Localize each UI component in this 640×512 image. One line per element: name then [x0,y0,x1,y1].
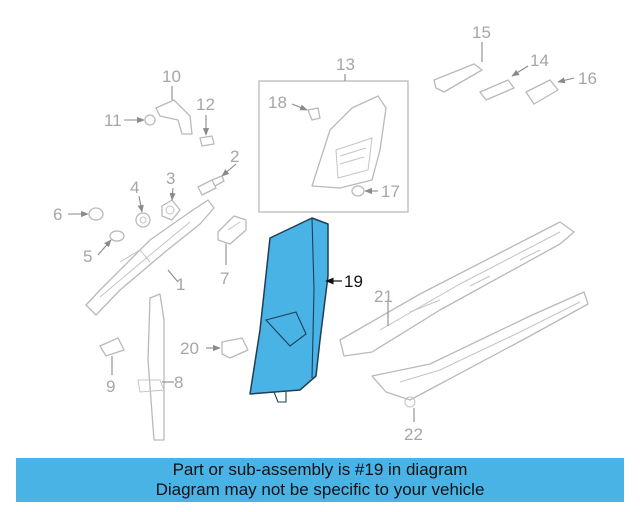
part-7-bracket [217,215,247,265]
callout-10: 10 [162,67,181,86]
callout-22: 22 [404,425,423,444]
callout-19: 19 [344,272,363,291]
part-5-push-pin [97,230,125,256]
callout-3: 3 [166,169,175,188]
banner-line-disclaimer: Diagram may not be specific to your vehi… [155,480,485,499]
callout-16: 16 [578,69,597,88]
callout-13: 13 [336,55,355,74]
part-14-clip [479,65,529,101]
callout-8: 8 [174,373,183,392]
callout-20: 20 [180,339,199,358]
part-10-bracket [155,86,193,135]
part-22-reinforcement [371,291,589,422]
part-17-clip [351,185,378,197]
part-4-grommet [135,195,151,228]
part-13-assembly-box [258,74,409,213]
part-2-bolt [197,163,237,196]
callout-14: 14 [530,51,549,70]
callout-11: 11 [104,111,122,130]
info-banner: Part or sub-assembly is #19 in diagram D… [16,458,624,502]
callout-21: 21 [374,287,393,306]
callout-7: 7 [220,269,229,288]
callout-9: 9 [106,377,115,396]
callout-5: 5 [83,247,92,266]
callout-15: 15 [472,23,491,42]
callout-1: 1 [176,275,185,294]
part-6-clip [68,207,104,221]
callout-18: 18 [268,93,287,112]
callout-4: 4 [130,178,139,197]
callout-17: 17 [381,182,400,201]
part-9-plate [99,337,125,375]
part-19-b-pillar-trim [249,217,342,403]
part-20-bracket [206,337,249,359]
callout-labels: 1 2 3 4 5 6 7 8 9 10 11 12 13 14 15 16 1… [53,23,597,444]
part-8-lower-trim [137,293,174,441]
part-16-clip [525,77,575,105]
part-18-screw [291,103,321,121]
banner-line-part: Part or sub-assembly is #19 in diagram [172,460,468,479]
part-15-clip [433,42,483,93]
callout-12: 12 [196,95,215,114]
part-11-screw [124,114,156,126]
callout-6: 6 [53,205,62,224]
callout-2: 2 [230,147,239,166]
part-1-a-pillar-trim [85,199,215,316]
part-21-sill-trim [339,221,575,357]
part-12-clip [199,115,215,147]
part-3-clip [161,187,181,221]
